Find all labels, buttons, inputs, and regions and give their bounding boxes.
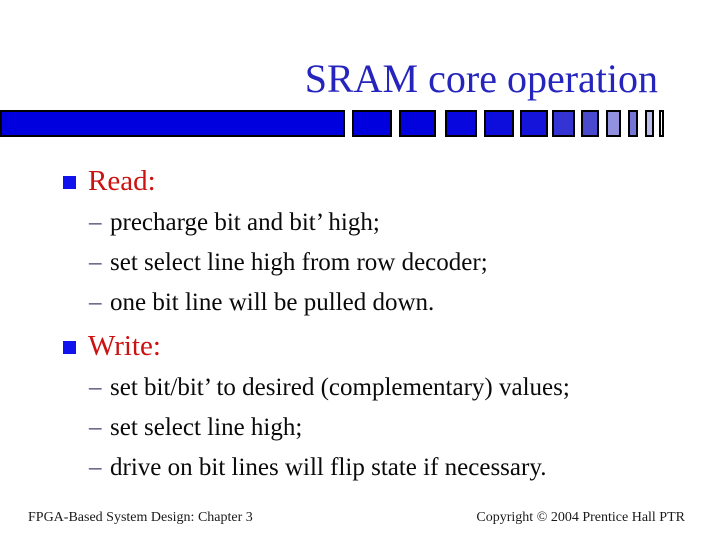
decor-bar-segment — [399, 110, 436, 137]
list-item: –set bit/bit’ to desired (complementary)… — [89, 368, 570, 408]
decor-bar-segment — [659, 110, 664, 137]
decor-bar-segment — [552, 110, 575, 137]
dash-bullet-icon: – — [89, 209, 102, 236]
dash-bullet-icon: – — [89, 454, 102, 481]
list-item-text: set select line high from row decoder; — [110, 249, 488, 276]
decor-bar-segment — [645, 110, 654, 137]
dash-bullet-icon: – — [89, 374, 102, 401]
bullet-square-icon — [63, 341, 76, 354]
decor-bar-segment — [484, 110, 514, 137]
decor-bar — [0, 110, 720, 137]
decor-bar-segment — [0, 110, 345, 137]
section-header-read: Read: — [88, 165, 156, 197]
decor-bar-segment — [628, 110, 638, 137]
section-header-write: Write: — [88, 330, 161, 362]
list-item-text: drive on bit lines will flip state if ne… — [110, 454, 547, 481]
dash-bullet-icon: – — [89, 249, 102, 276]
decor-bar-segment — [606, 110, 621, 137]
slide-title: SRAM core operation — [304, 56, 658, 101]
list-item: –drive on bit lines will flip state if n… — [89, 448, 570, 488]
decor-bar-segment — [581, 110, 599, 137]
bullet-square-icon — [63, 176, 76, 189]
list-item: –set select line high; — [89, 408, 570, 448]
footer-right-text: Copyright © 2004 Prentice Hall PTR — [476, 510, 685, 525]
list-item-text: precharge bit and bit’ high; — [110, 209, 380, 236]
list-item: –precharge bit and bit’ high; — [89, 203, 488, 243]
list-item-text: one bit line will be pulled down. — [110, 289, 435, 316]
read-sub-items: –precharge bit and bit’ high; –set selec… — [89, 203, 488, 323]
list-item-text: set select line high; — [110, 414, 303, 441]
list-item: –one bit line will be pulled down. — [89, 283, 488, 323]
dash-bullet-icon: – — [89, 289, 102, 316]
decor-bar-segment — [352, 110, 392, 137]
list-item: –set select line high from row decoder; — [89, 243, 488, 283]
dash-bullet-icon: – — [89, 414, 102, 441]
list-item-text: set bit/bit’ to desired (complementary) … — [110, 374, 570, 401]
write-sub-items: –set bit/bit’ to desired (complementary)… — [89, 368, 570, 488]
footer-left-text: FPGA-Based System Design: Chapter 3 — [28, 510, 253, 525]
decor-bar-segment — [445, 110, 477, 137]
decor-bar-segment — [520, 110, 548, 137]
